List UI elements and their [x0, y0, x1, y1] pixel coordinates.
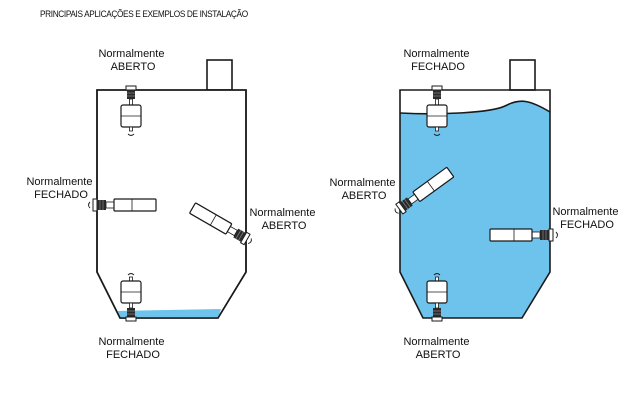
- left-top-label: Normalmente ABERTO: [98, 48, 167, 73]
- left-tank-water: [116, 309, 221, 318]
- right-right-switch: [489, 228, 559, 242]
- left-bottom-label: Normalmente FECHADO: [98, 336, 167, 361]
- right-top-label: Normalmente FECHADO: [403, 48, 472, 73]
- right-bottom-label: Normalmente ABERTO: [403, 336, 472, 361]
- page-title: PRINCIPAIS APLICAÇÕES E EXEMPLOS DE INST…: [40, 9, 248, 19]
- right-tank-chimney: [509, 59, 536, 91]
- right-tank-body: [399, 89, 551, 319]
- right-tank-water: [400, 101, 550, 318]
- right-tank: Normalmente FECHADO Normalmente ABERTO N…: [329, 48, 621, 361]
- right-left-label: Normalmente ABERTO: [329, 177, 398, 202]
- left-left-label: Normalmente FECHADO: [26, 176, 95, 201]
- left-right-label: Normalmente ABERTO: [249, 207, 318, 232]
- left-tank-chimney: [206, 59, 233, 91]
- left-tank: Normalmente ABERTO Normalmente FECHADO N…: [26, 48, 318, 361]
- right-right-label: Normalmente FECHADO: [552, 206, 621, 231]
- left-left-switch: [87, 198, 157, 212]
